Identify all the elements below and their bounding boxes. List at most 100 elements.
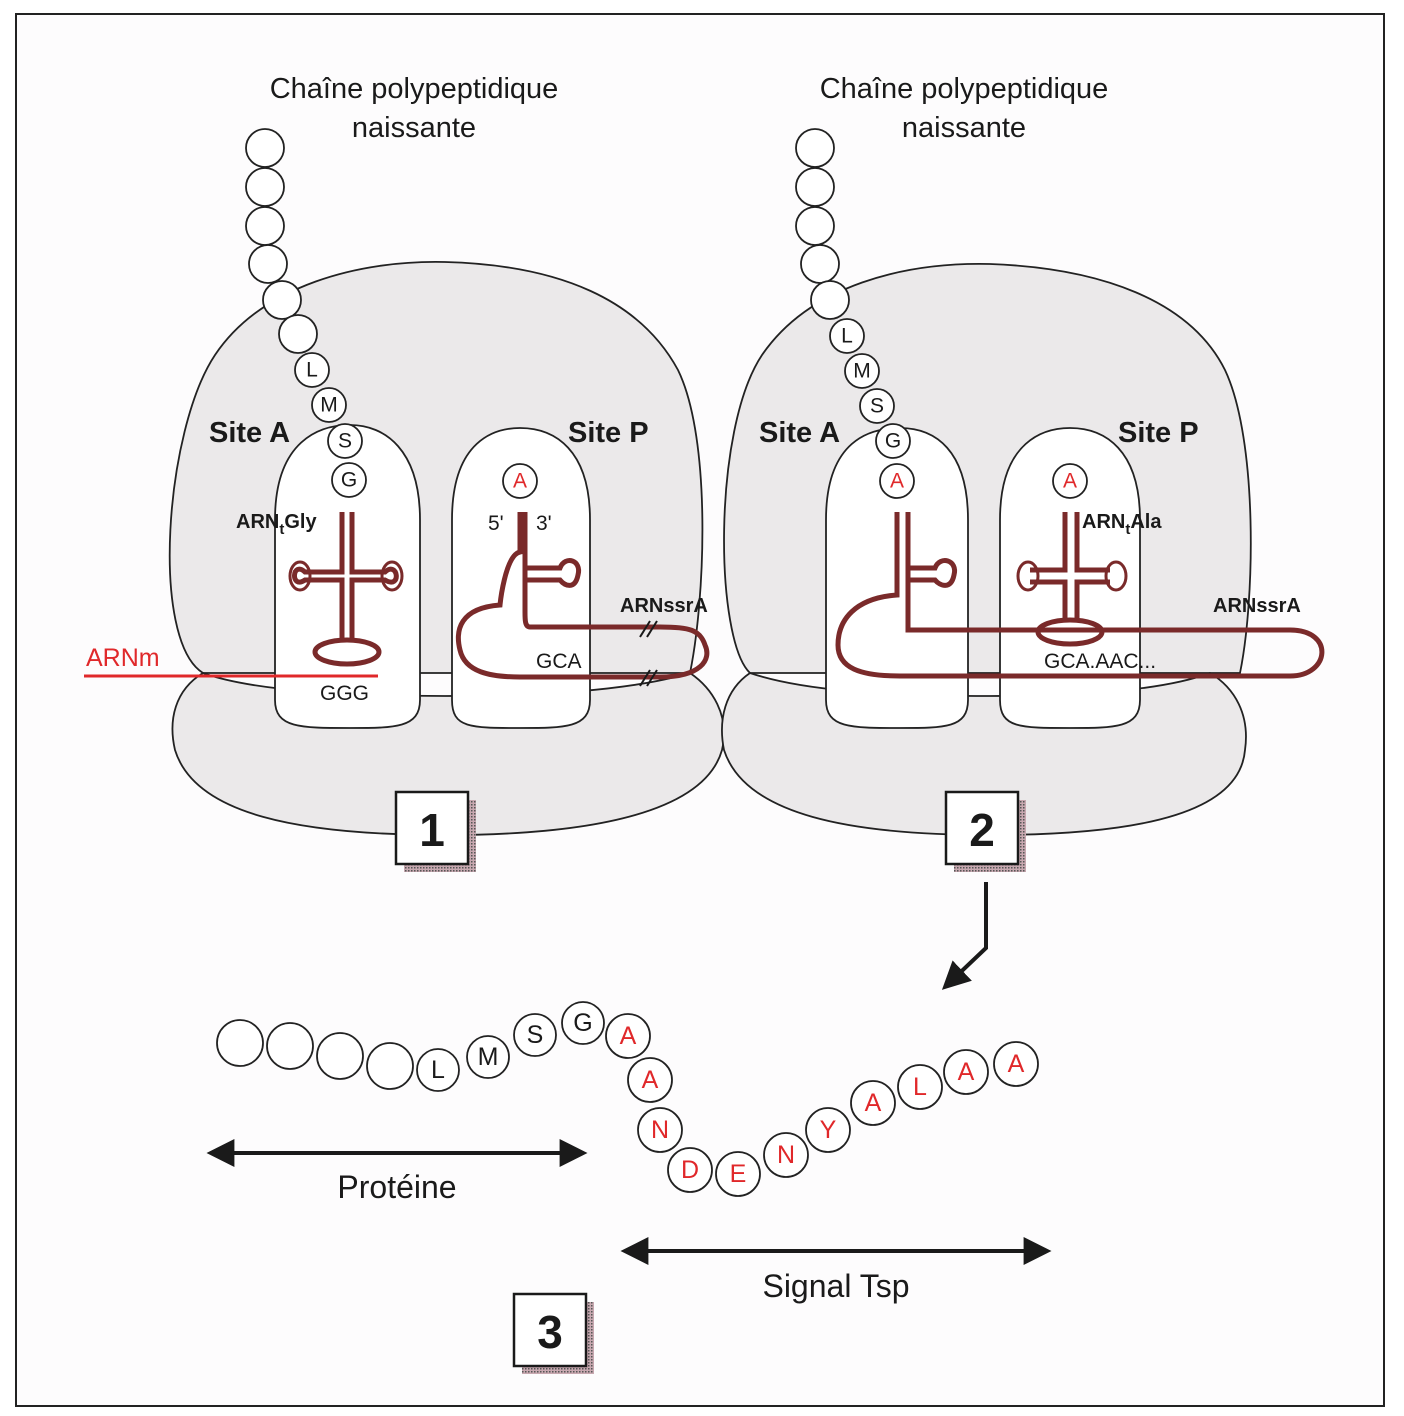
- chain1-residue-label: G: [341, 469, 357, 492]
- chain2-residue-label: G: [885, 430, 901, 453]
- chain2-residue-bead: [795, 206, 835, 246]
- tag-residue-label: A: [958, 1058, 975, 1086]
- mrna-label: ARNm: [86, 644, 160, 672]
- site-p-residue-bead-1: [502, 463, 538, 499]
- codon-ggg: GGG: [320, 682, 369, 705]
- chain1-residue-bead: [294, 352, 330, 388]
- chain2-residue-label: M: [853, 360, 871, 383]
- panel-2: GCA.AAC... ARNssrA Site A Site P ARNtAla…: [721, 73, 1325, 990]
- site-a-label-2: Site A: [759, 417, 840, 449]
- panel2-title-line2: naissante: [902, 112, 1026, 144]
- codon-gca: GCA: [536, 650, 582, 673]
- tag-residue-label: N: [777, 1141, 795, 1169]
- site-a-label-1: Site A: [209, 417, 290, 449]
- tag-residue-bead: [667, 1147, 713, 1193]
- panel1-title-line1: Chaîne polypeptidique: [270, 73, 559, 105]
- protein-residue-label: G: [573, 1009, 592, 1037]
- protein-label: Protéine: [337, 1169, 456, 1205]
- trna-ala: [1016, 512, 1128, 647]
- chain2-residue-bead: [875, 423, 911, 459]
- site-p-residue-bead-2: [1052, 463, 1088, 499]
- tag-residue-bead: [805, 1107, 851, 1153]
- chain1-residue-bead: [245, 167, 285, 207]
- chain2-residue-bead: [795, 128, 835, 168]
- chain2-residue-label: L: [841, 325, 853, 348]
- site-p-pocket-1: [451, 427, 591, 729]
- panel-number-box-1: [394, 790, 470, 866]
- protein-residue-label: M: [478, 1043, 499, 1071]
- protein-residue-bead: [316, 1032, 364, 1080]
- chain2-residue-label: S: [870, 395, 884, 418]
- chain2-residue-bead: [810, 280, 850, 320]
- chain2-residue-bead: [844, 353, 880, 389]
- site-a-pocket-1: [274, 424, 421, 729]
- chain1-residue-bead: [245, 128, 285, 168]
- site-p-residue-1: A: [513, 470, 527, 493]
- ssra-rna-1: [455, 512, 710, 687]
- tag-residue-bead: [715, 1151, 761, 1197]
- protein-residue-bead: [513, 1013, 557, 1057]
- protein-residue-bead: [561, 1001, 605, 1045]
- tag-residue-label: D: [681, 1156, 699, 1184]
- trna-gly-label: ARNtGly: [236, 511, 317, 538]
- tag-residue-label: A: [642, 1066, 659, 1094]
- tag-residue-label: A: [1008, 1050, 1025, 1078]
- tag-residue-bead: [605, 1013, 651, 1059]
- ssra-rna-2: [835, 512, 1325, 679]
- trna-gly: [288, 512, 404, 667]
- tag-residue-label: L: [913, 1073, 927, 1101]
- chain2-residue-bead: [829, 318, 865, 354]
- chain1-residue-bead: [331, 462, 367, 498]
- panel-number-box-3: [512, 1292, 588, 1368]
- panel-number-1: 1: [419, 804, 445, 856]
- protein-residue-bead: [366, 1042, 414, 1090]
- tag-residue-bead: [993, 1041, 1039, 1087]
- chain2-residue-bead: [879, 463, 915, 499]
- tag-residue-label: A: [865, 1089, 882, 1117]
- tag-residue-label: Y: [820, 1116, 837, 1144]
- tag-residue-bead: [943, 1049, 989, 1095]
- codon-gca-aac: GCA.AAC...: [1044, 650, 1156, 673]
- tag-residue-bead: [627, 1057, 673, 1103]
- protein-residue-bead: [416, 1048, 460, 1092]
- chain2-residue-bead: [795, 167, 835, 207]
- protein-residue-label: L: [431, 1056, 445, 1084]
- five-prime-label: 5': [488, 512, 504, 535]
- chain1-residue-label: M: [320, 394, 338, 417]
- tag-residue-bead: [850, 1080, 896, 1126]
- panel1-title-line2: naissante: [352, 112, 476, 144]
- tag-residue-bead: [637, 1107, 683, 1153]
- chain1-residue-bead: [327, 423, 363, 459]
- ssra-label-1: ARNssrA: [620, 595, 708, 617]
- site-p-label-2: Site P: [1118, 417, 1199, 449]
- site-p-pocket-2: [999, 427, 1141, 729]
- panel-number-3: 3: [537, 1306, 563, 1358]
- ssra-label-2: ARNssrA: [1213, 595, 1301, 617]
- protein-residue-bead: [266, 1022, 314, 1070]
- chain1-residue-label: L: [306, 359, 318, 382]
- chain2-residue-bead: [800, 244, 840, 284]
- protein-residue-label: S: [527, 1021, 544, 1049]
- protein-residue-bead: [466, 1035, 510, 1079]
- protein-residue-bead: [216, 1019, 264, 1067]
- panel-number-2: 2: [969, 804, 995, 856]
- trna-ala-label: ARNtAla: [1082, 511, 1162, 538]
- chain1-residue-label: S: [338, 430, 352, 453]
- chain2-residue-bead: [859, 388, 895, 424]
- tag-residue-label: N: [651, 1116, 669, 1144]
- tag-residue-label: E: [730, 1160, 747, 1188]
- chain1-residue-bead: [278, 314, 318, 354]
- site-p-residue-2: A: [1063, 470, 1077, 493]
- chain1-residue-bead: [311, 387, 347, 423]
- panel-1: ARNm GGG 5' 3' GCA ARNssrA Site A Site P…: [84, 73, 725, 872]
- ribosome-large-subunit-2: [723, 263, 1252, 674]
- panel-number-box-2: [944, 790, 1020, 866]
- tag-residue-label: A: [620, 1022, 637, 1050]
- chain1-residue-bead: [262, 280, 302, 320]
- three-prime-label: 3': [536, 512, 552, 535]
